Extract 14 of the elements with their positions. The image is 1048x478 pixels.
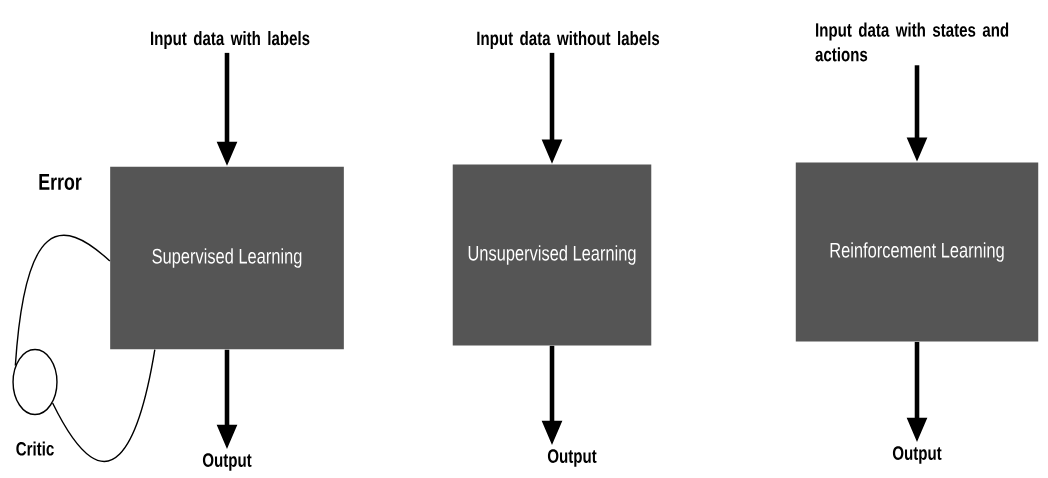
beside-text: Critic bbox=[16, 441, 54, 456]
label-text: Input data without labels bbox=[477, 31, 660, 49]
process-box: Supervised Learning bbox=[110, 166, 344, 350]
process-box: Reinforcement Learning bbox=[795, 162, 1039, 342]
label-text: Input data with states and actions bbox=[815, 22, 1009, 62]
process-box: Unsupervised Learning bbox=[452, 164, 652, 346]
label-text: Input data with labels bbox=[151, 31, 310, 49]
edge-label: Error bbox=[36, 172, 84, 192]
connector-line bbox=[51, 349, 156, 462]
label-text: Output bbox=[202, 453, 252, 471]
circle-shape bbox=[12, 348, 58, 416]
label-text: Output bbox=[547, 449, 597, 467]
label-text: Output bbox=[892, 446, 942, 464]
connector-line bbox=[14, 234, 111, 367]
